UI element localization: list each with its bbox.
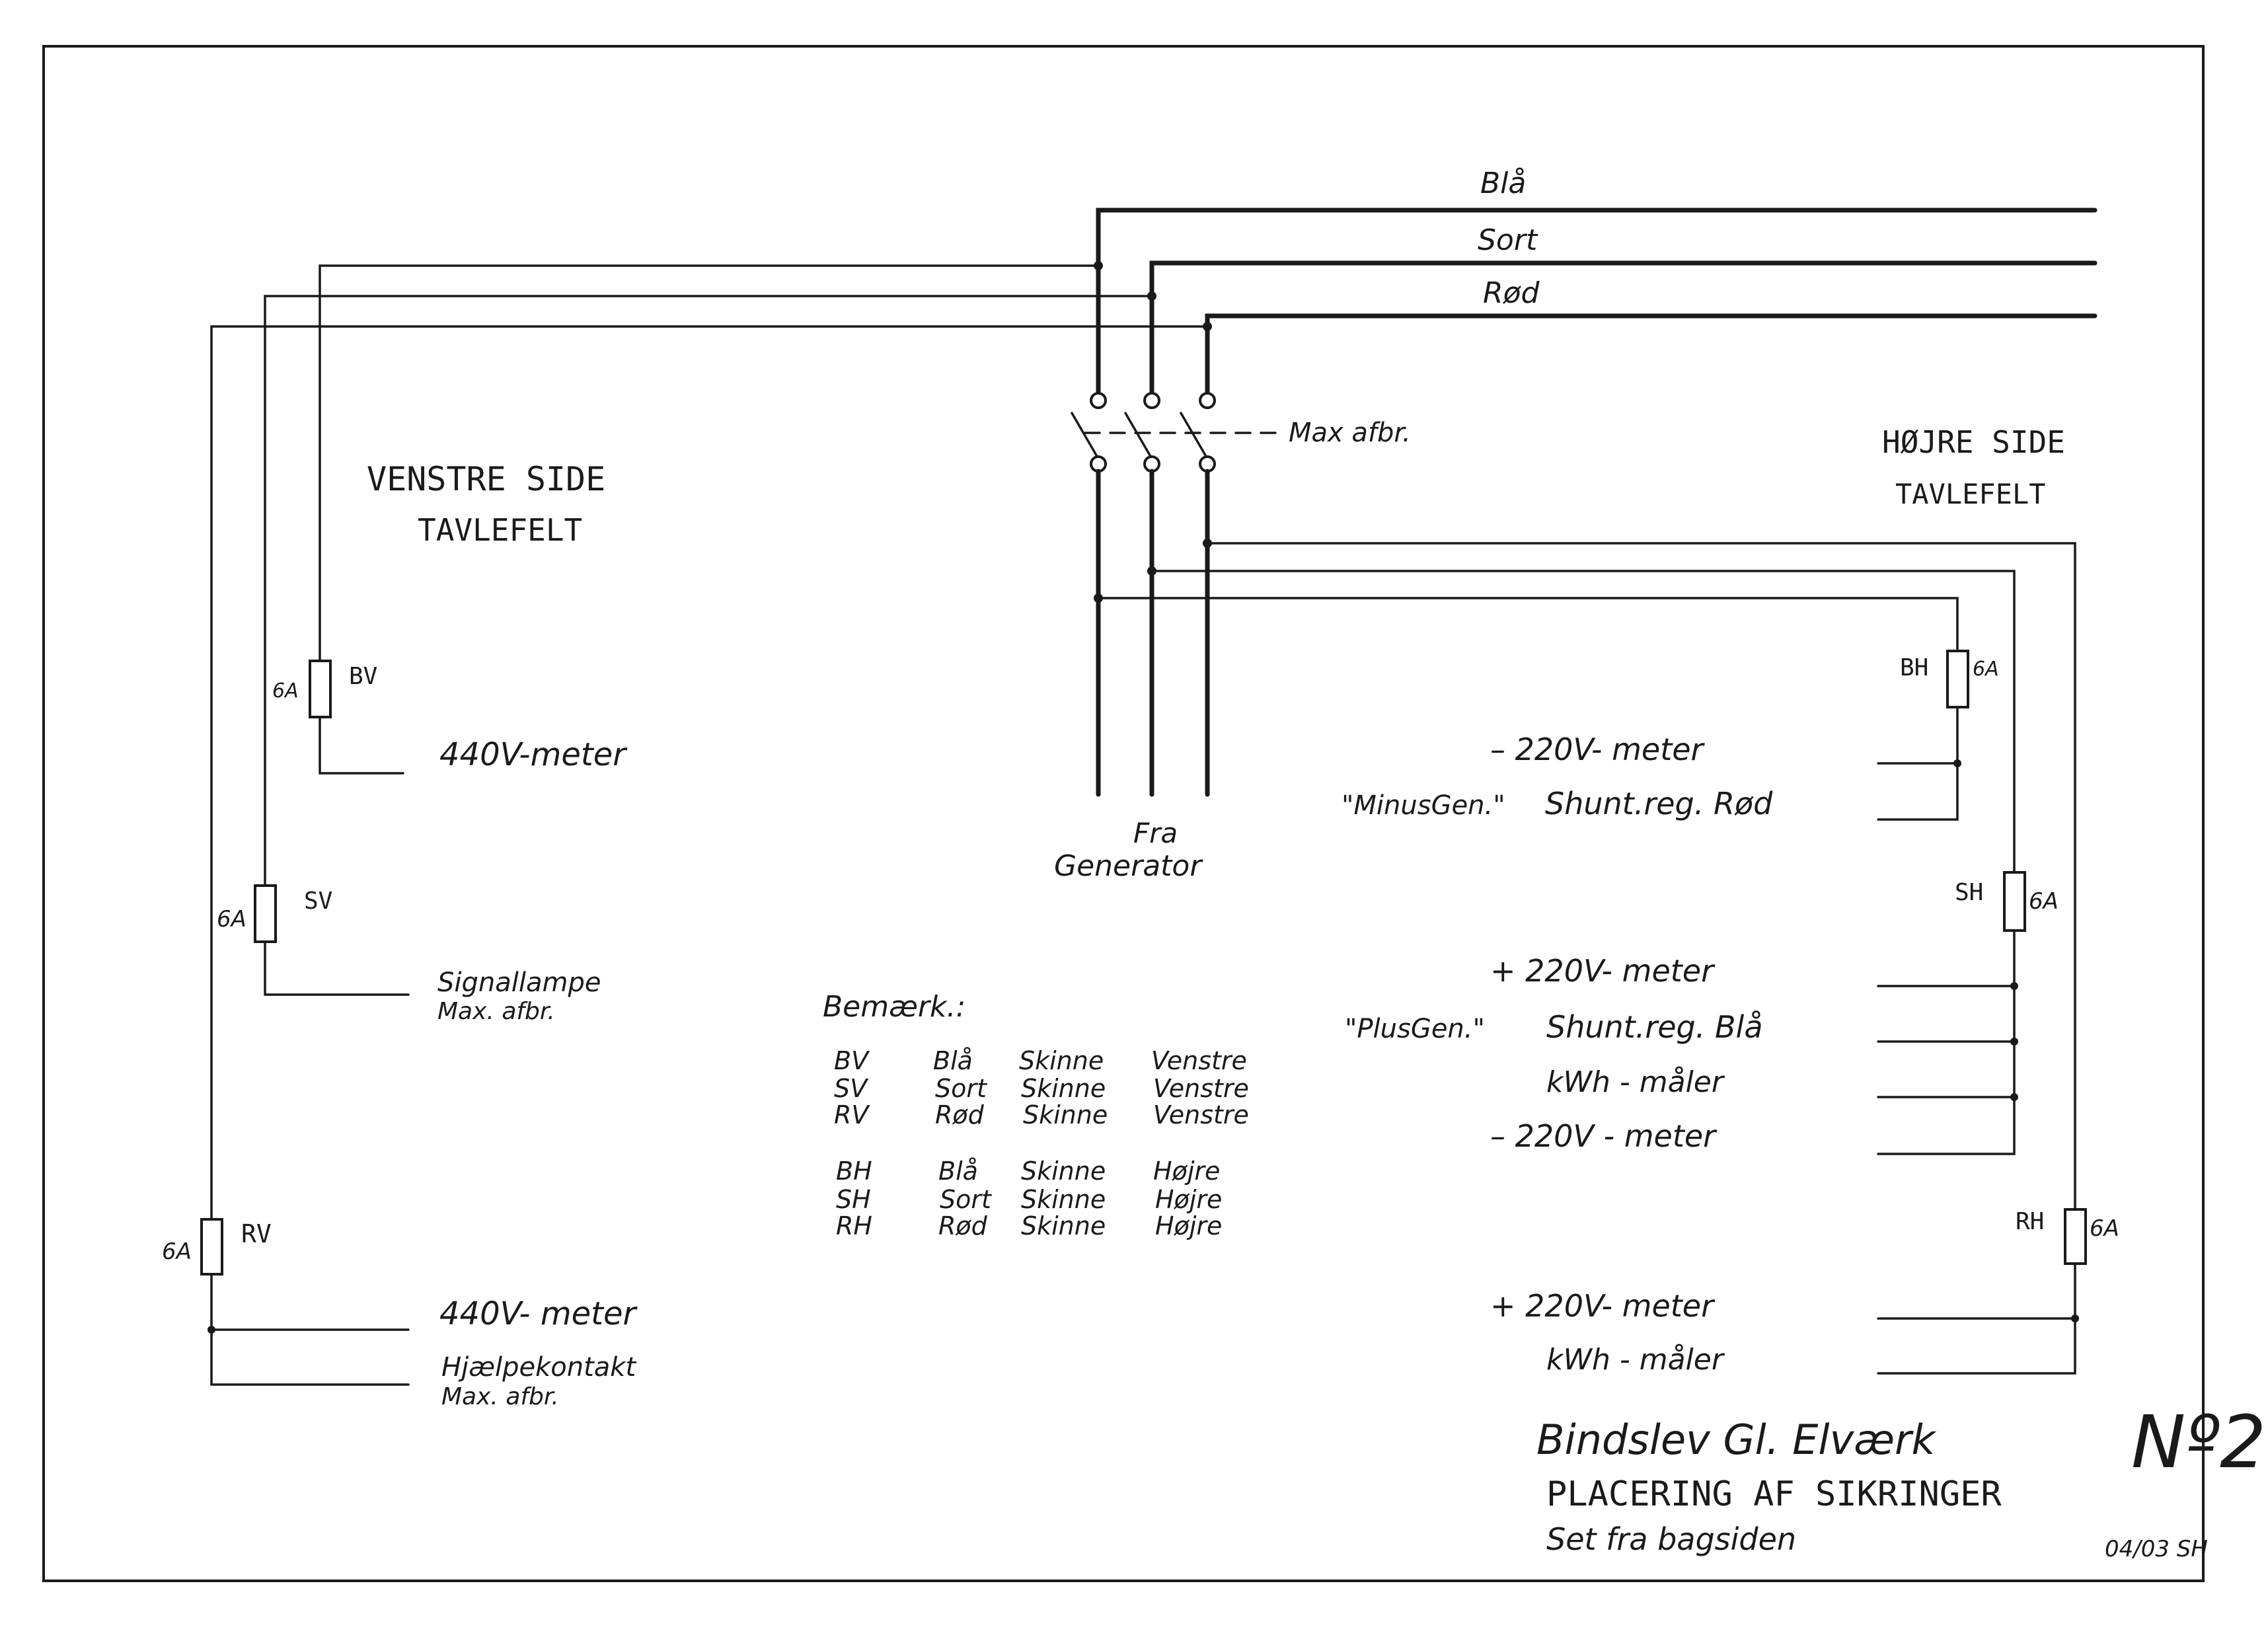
legend-row: RH Rød Skinne Højre (836, 1211, 1222, 1240)
title-block: Bindslev Gl. Elværk PLACERING AF SIKRING… (1536, 1400, 2266, 1562)
bus-label-red: Rød (1483, 276, 1540, 310)
drawing-view-note: Set fra bagsiden (1546, 1521, 1796, 1557)
legend-row: SH Sort Skinne Højre (836, 1185, 1222, 1214)
legend-code: SV (834, 1074, 869, 1103)
legend-side: Højre (1155, 1211, 1222, 1240)
legend-color: Blå (938, 1157, 978, 1186)
fuse-sh-rating: 6A (2029, 888, 2059, 915)
fuse-rh-rating: 6A (2090, 1215, 2119, 1242)
legend-side: Venstre (1153, 1100, 1249, 1129)
main-breaker (1071, 392, 1277, 473)
fuse-bh-rating: 6A (1973, 658, 1999, 681)
fuse-rv (200, 1218, 223, 1276)
output-bh-minus-220v-meter: – 220V- meter (1490, 732, 1706, 767)
drawing-title: Bindslev Gl. Elværk (1536, 1416, 1936, 1464)
output-bv-440v-meter: 440V-meter (439, 736, 628, 773)
fuse-sv (254, 884, 277, 943)
legend-color: Sort (940, 1185, 993, 1214)
generator-feed (1096, 469, 1210, 797)
fuse-rv-rating: 6A (162, 1239, 192, 1265)
generator-label-line1: Fra (1133, 817, 1178, 849)
output-sh-plusgen-tag: "PlusGen." (1345, 1014, 1485, 1044)
bus-bars (1096, 208, 2098, 394)
legend-side: Venstre (1153, 1074, 1249, 1103)
legend-code: RV (834, 1100, 870, 1129)
output-rh-kwh-maler: kWh - måler (1546, 1343, 1725, 1377)
fuse-rv-code: RV (241, 1219, 272, 1248)
output-rv-max-afbr: Max. afbr. (441, 1383, 559, 1410)
left-wiring (208, 261, 1212, 1386)
legend-code: SH (836, 1185, 871, 1214)
date-initials: 04/03 SH (2105, 1536, 2208, 1562)
fuse-bh-code: BH (1900, 654, 1928, 681)
legend-color: Rød (935, 1100, 985, 1129)
right-panel-subtitle: TAVLEFELT (1895, 478, 2046, 510)
output-sv-signallampe: Signallampe (437, 968, 601, 998)
legend-code: BV (834, 1046, 870, 1075)
legend-bus: Skinne (1021, 1074, 1106, 1103)
legend-side: Højre (1153, 1157, 1220, 1186)
legend: Bemærk.: BV Blå Skinne Venstre SV Sort S… (823, 990, 1249, 1240)
fuse-rh (2064, 1208, 2087, 1265)
fuse-rh-code: RH (2016, 1208, 2044, 1235)
legend-side: Højre (1155, 1185, 1222, 1214)
legend-code: BH (836, 1157, 872, 1186)
legend-color: Sort (935, 1074, 988, 1103)
fuse-sh (2003, 871, 2026, 932)
bus-label-blue: Blå (1480, 167, 1526, 200)
output-rv-hjaelpekontakt: Hjælpekontakt (441, 1352, 636, 1383)
legend-row: BV Blå Skinne Venstre (834, 1046, 1247, 1075)
output-rh-plus-220v-meter: + 220V- meter (1490, 1288, 1716, 1324)
left-panel-subtitle: TAVLEFELT (418, 512, 582, 548)
output-sv-max-afbr: Max. afbr. (437, 998, 555, 1025)
output-bh-minusgen-tag: "MinusGen." (1342, 790, 1505, 821)
output-sh-plus-220v-meter: + 220V- meter (1490, 953, 1716, 989)
output-rv-440v-meter: 440V- meter (439, 1295, 638, 1332)
fuse-bv-rating: 6A (272, 679, 299, 703)
legend-side: Venstre (1151, 1046, 1247, 1075)
fuse-bh (1946, 650, 1969, 708)
legend-row: BH Blå Skinne Højre (836, 1157, 1220, 1186)
generator-label-line2: Generator (1054, 849, 1203, 883)
fuse-sv-code: SV (304, 888, 332, 915)
legend-row: SV Sort Skinne Venstre (834, 1074, 1249, 1103)
output-sh-minus-220v-meter: – 220V - meter (1490, 1118, 1718, 1154)
fuse-sv-rating: 6A (217, 906, 246, 933)
legend-bus: Skinne (1019, 1046, 1104, 1075)
legend-color: Blå (933, 1046, 973, 1075)
legend-bus: Skinne (1021, 1211, 1106, 1240)
legend-bus: Skinne (1021, 1185, 1106, 1214)
legend-color: Rød (938, 1211, 988, 1240)
drawing-subtitle: PLACERING AF SIKRINGER (1546, 1474, 2002, 1514)
legend-code: RH (836, 1211, 872, 1240)
legend-row: RV Rød Skinne Venstre (834, 1100, 1249, 1129)
fuse-sh-code: SH (1955, 879, 1983, 906)
right-wiring (1094, 539, 2079, 1375)
output-sh-kwh-maler: kWh - måler (1546, 1065, 1725, 1099)
legend-bus: Skinne (1023, 1100, 1108, 1129)
fuse-bv-code: BV (349, 663, 377, 690)
legend-bus: Skinne (1021, 1157, 1106, 1186)
sheet-border (42, 45, 2205, 1582)
bus-label-black: Sort (1478, 223, 1538, 257)
fuse-bv (309, 660, 332, 718)
breaker-label: Max afbr. (1289, 418, 1411, 448)
output-sh-shuntreg-bla: Shunt.reg. Blå (1546, 1009, 1763, 1045)
output-bh-shuntreg-rod: Shunt.reg. Rød (1545, 786, 1773, 821)
left-panel-title: VENSTRE SIDE (367, 460, 605, 498)
sheet-number: Nº2 (2131, 1400, 2266, 1484)
bus-labels: Blå Sort Rød (1478, 167, 1540, 310)
right-panel-title: HØJRE SIDE (1882, 424, 2065, 460)
legend-heading: Bemærk.: (823, 990, 965, 1024)
